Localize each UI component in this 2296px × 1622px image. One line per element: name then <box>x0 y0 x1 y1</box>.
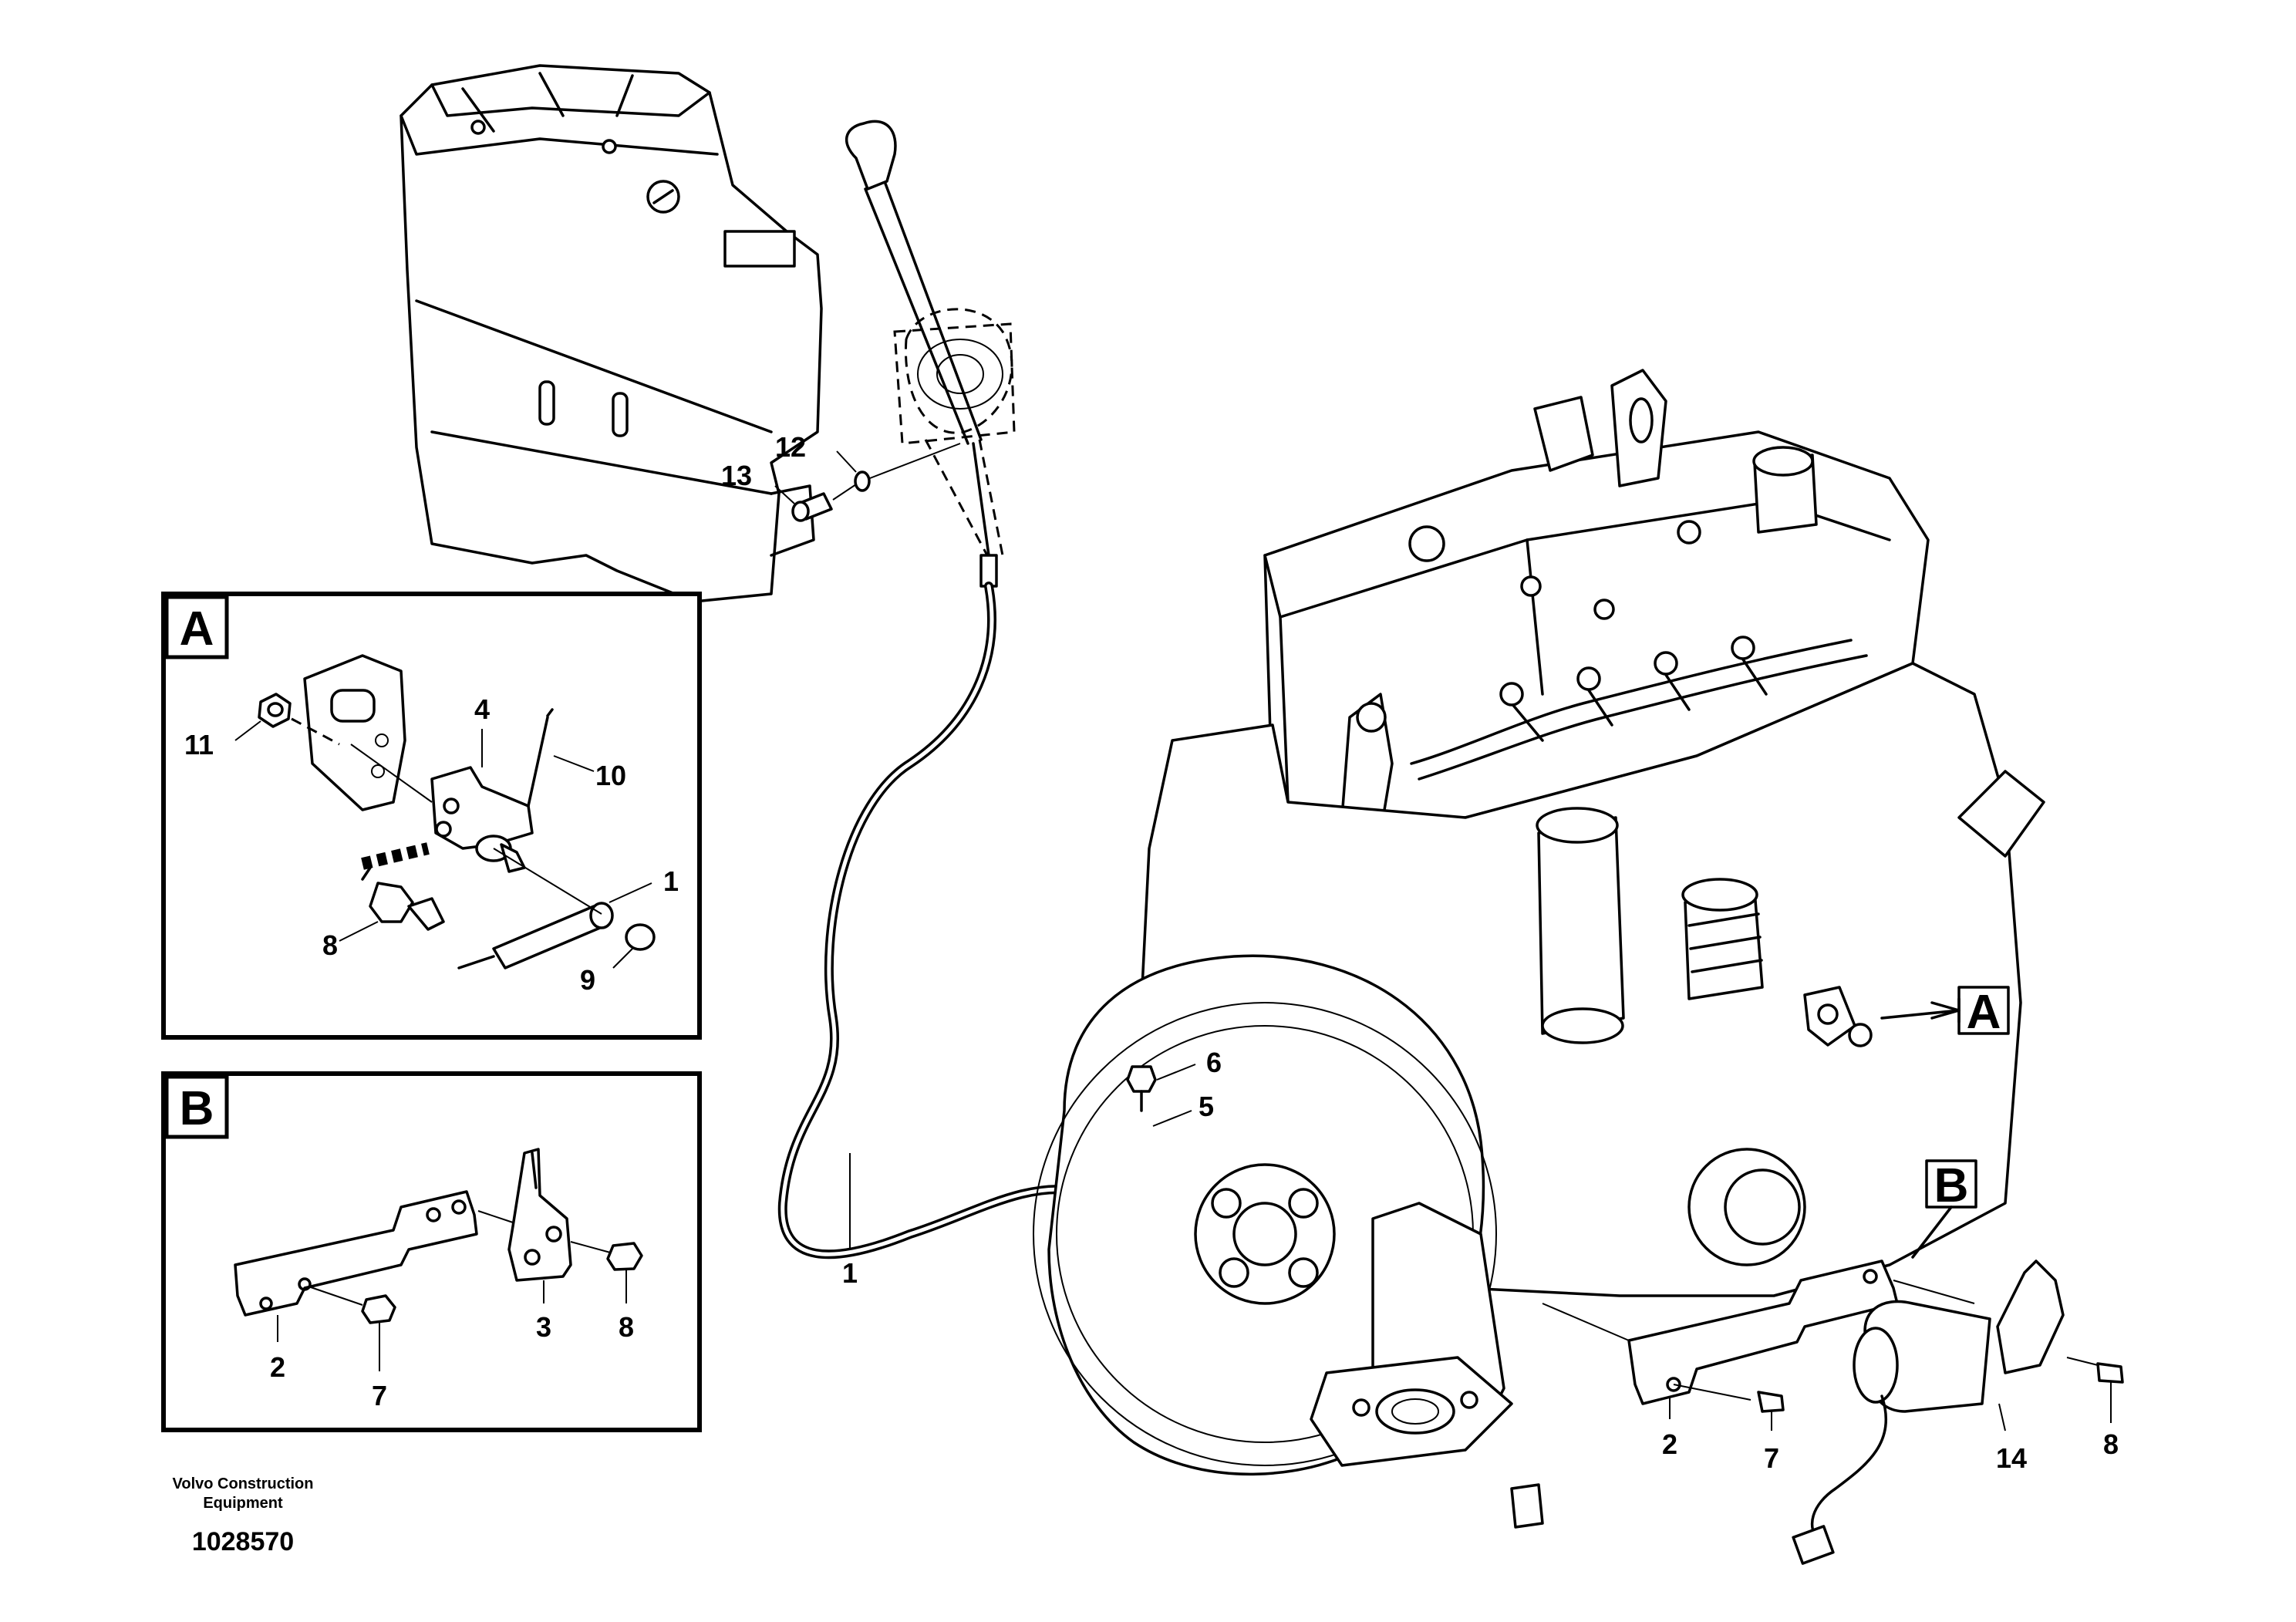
detail-b-callout-7: 7 <box>372 1380 387 1411</box>
view-a-flag-label: A <box>1967 986 2001 1039</box>
callout-8: 8 <box>2103 1428 2119 1460</box>
detail-a-callout-8: 8 <box>322 929 338 961</box>
lever-bracket-4 <box>430 766 534 873</box>
detail-a-callout-4: 4 <box>474 693 490 725</box>
callout-12: 12 <box>775 431 806 463</box>
detail-view-b: B 2 7 3 8 <box>161 1071 702 1432</box>
callout-7: 7 <box>1764 1442 1779 1474</box>
detail-b-callout-2: 2 <box>270 1351 285 1383</box>
detail-bolt-7 <box>361 1294 396 1324</box>
detail-a-label: A <box>180 602 214 656</box>
rod-10 <box>527 708 554 808</box>
detail-bracket-2 <box>234 1190 478 1317</box>
detail-a-callout-11: 11 <box>184 729 214 760</box>
clamp-bolt-6 <box>1126 1065 1157 1112</box>
detail-a-callout-10: 10 <box>595 760 626 791</box>
solenoid-bolt-8 <box>2096 1362 2124 1384</box>
cable-end-1 <box>457 848 656 969</box>
console-screw-13 <box>791 492 833 522</box>
callout-2: 2 <box>1662 1428 1677 1460</box>
nut-11 <box>258 693 292 728</box>
throttle-lever <box>845 120 1016 556</box>
detail-b-callout-8: 8 <box>619 1311 634 1343</box>
detail-bolt-8 <box>606 1242 643 1271</box>
callout-6: 6 <box>1206 1047 1222 1078</box>
engine-bracket-bolt-7 <box>1757 1391 1785 1413</box>
detail-a-callout-1: 1 <box>663 865 679 897</box>
callout-1: 1 <box>842 1257 858 1289</box>
company-line-2: Equipment <box>203 1495 283 1512</box>
engine-block <box>1033 369 2045 1529</box>
detail-b-callout-3: 3 <box>536 1311 551 1343</box>
detail-bracket-3 <box>507 1148 572 1282</box>
view-b-flag: B <box>1911 1159 1977 1259</box>
publisher-caption: Volvo Construction Equipment 1028570 <box>173 1475 314 1556</box>
company-line-1: Volvo Construction <box>173 1475 314 1492</box>
callout-14: 14 <box>1996 1442 2027 1474</box>
document-number: 1028570 <box>192 1527 294 1556</box>
engine-bracket-2 <box>1542 1259 1975 1405</box>
callout-13: 13 <box>721 460 752 491</box>
detail-b-label: B <box>180 1082 214 1135</box>
operator-console <box>400 64 823 603</box>
detail-view-a: A <box>161 592 702 1040</box>
detail-a-callout-9: 9 <box>580 964 595 996</box>
view-a-flag: A <box>1880 986 2010 1039</box>
callout-5: 5 <box>1199 1091 1214 1122</box>
console-washer-12 <box>854 470 871 492</box>
bolt-8 <box>369 882 445 931</box>
pump-throttle-bracket <box>1803 986 1873 1047</box>
stop-solenoid-14 <box>1792 1259 2099 1565</box>
view-b-flag-label: B <box>1934 1159 1969 1212</box>
